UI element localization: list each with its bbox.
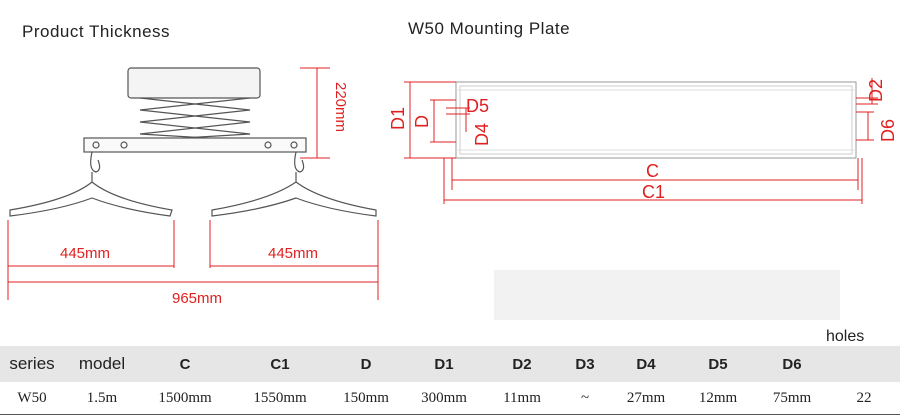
header-cell: D3: [575, 355, 595, 373]
header-cell: D6: [782, 355, 802, 373]
header-cell: D5: [708, 355, 728, 373]
header-cell: D4: [636, 355, 656, 373]
header-cell: D2: [512, 355, 532, 373]
label-C1: C1: [642, 182, 665, 202]
width-dimensions: [7, 220, 379, 300]
table-cell: W50: [17, 389, 47, 406]
table-cell: 150mm: [343, 389, 389, 406]
table-cell: 1.5m: [86, 389, 118, 406]
header-cell: C1: [270, 355, 290, 373]
header-cell: C: [179, 355, 191, 373]
header-cell: [828, 346, 900, 382]
left-width-label: 445mm: [60, 245, 110, 262]
table-cell: ~: [580, 389, 590, 406]
label-D5: D5: [466, 96, 489, 116]
mounting-plate-title: W50 Mounting Plate: [408, 19, 571, 38]
table-cell: 27mm: [626, 389, 666, 406]
header-cell: model: [78, 354, 126, 373]
table-cell: 11mm: [503, 389, 541, 406]
total-width-label: 965mm: [172, 290, 222, 307]
technical-drawing: 220mm 445mm 445mm 965mm: [7, 67, 898, 307]
table-cell: 300mm: [421, 389, 467, 406]
header-cell: series: [9, 354, 55, 373]
holes-label: holes: [826, 328, 865, 345]
label-D6: D6: [878, 119, 898, 142]
header-cell: D: [360, 355, 372, 373]
blank-panel: [494, 270, 840, 320]
label-D2: D2: [866, 79, 886, 102]
label-D4: D4: [472, 123, 492, 146]
label-D1: D1: [388, 107, 408, 130]
label-C: C: [646, 161, 659, 181]
table-cell: 1550mm: [253, 389, 307, 406]
label-D: D: [412, 115, 432, 128]
table-bottom-border: [0, 414, 900, 415]
table-row: W50 1.5m 1500mm 1550mm 150mm 300mm 11mm …: [0, 382, 900, 414]
table-header-row: series model C C1 D D1 D2 D3 D4 D5 D6: [0, 346, 900, 382]
header-cell: D1: [434, 355, 454, 373]
table-cell: 12mm: [698, 389, 738, 406]
table-cell: 1500mm: [158, 389, 212, 406]
table-cell: 75mm: [772, 389, 812, 406]
table-cell: 22: [856, 389, 872, 406]
right-width-label: 445mm: [268, 245, 318, 262]
mounting-plate-drawing: [455, 81, 857, 159]
height-dimension: [300, 67, 330, 159]
drying-rack-drawing: [9, 67, 377, 217]
height-label: 220mm: [332, 82, 349, 132]
plate-dimension-lines: [404, 78, 878, 204]
product-thickness-title: Product Thickness: [22, 22, 171, 41]
spec-table: series model C C1 D D1 D2 D3 D4 D5 D6 W5…: [0, 346, 900, 414]
